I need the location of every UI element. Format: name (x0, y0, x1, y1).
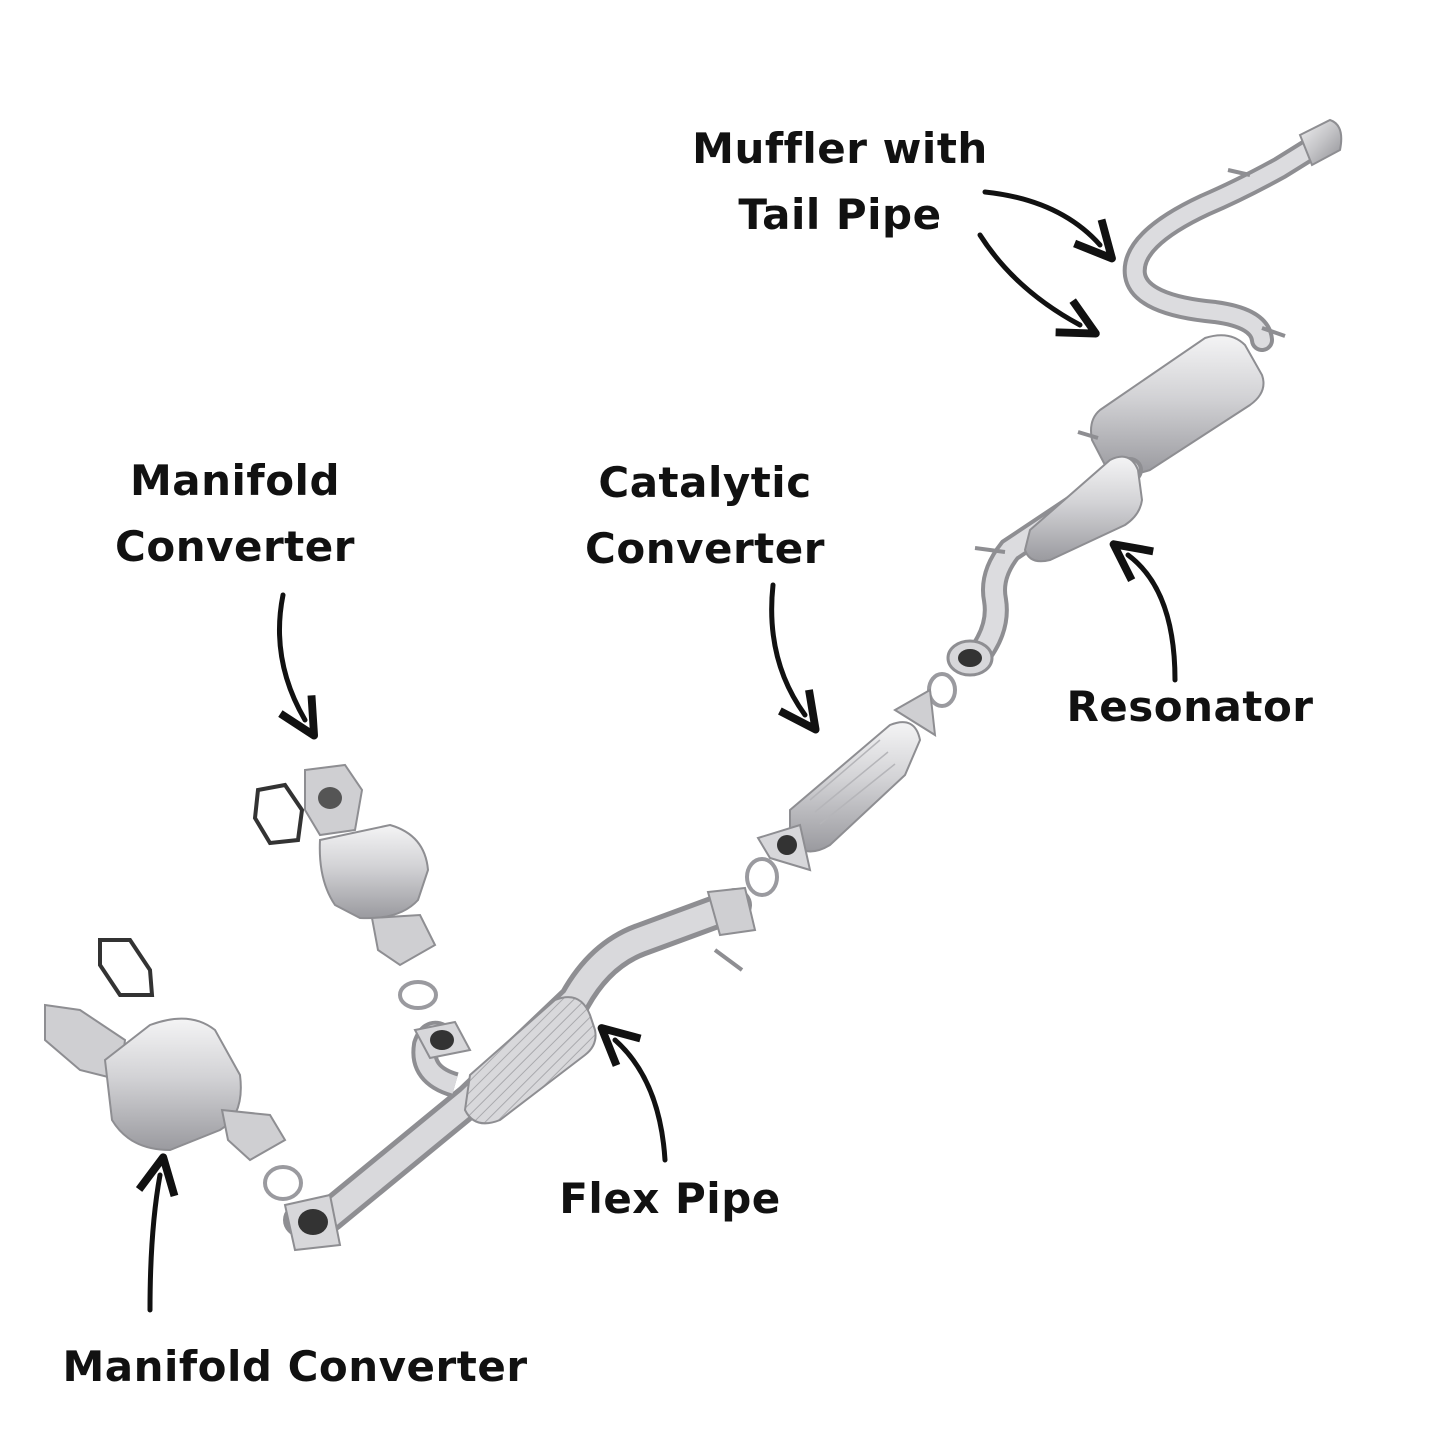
manifold-gasket (98, 938, 155, 997)
label-line: Converter (585, 524, 825, 573)
arrow-manifold-lower (135, 1153, 179, 1313)
gasket-ring (927, 672, 957, 708)
manifold-converter-upper (252, 763, 437, 967)
gasket-ring (398, 980, 438, 1010)
arrow-resonator (1109, 540, 1178, 683)
catalytic-body (789, 721, 922, 853)
gasket-ring (745, 857, 779, 897)
resonator-assembly (946, 455, 1144, 677)
arrow-muffler-lower (977, 232, 1100, 338)
label-line: Catalytic (598, 458, 812, 507)
label-line: Muffler with (692, 124, 988, 173)
label-resonator: Resonator (1066, 682, 1314, 731)
label-muffler-tail-pipe: Muffler with Tail Pipe (690, 116, 990, 248)
muffler-assembly (1077, 118, 1343, 475)
label-line: Manifold (129, 456, 341, 505)
arrow-manifold-upper (277, 592, 319, 740)
flex-pipe-weave (463, 996, 597, 1125)
label-flex-pipe: Flex Pipe (559, 1174, 781, 1223)
manifold-converter-lower (44, 938, 287, 1162)
arrow-muffler-upper (982, 189, 1116, 263)
label-line: Converter (115, 522, 355, 571)
arrow-catalytic (769, 582, 820, 734)
front-pipe-assembly (283, 886, 757, 1252)
label-catalytic-converter: Catalytic Converter (560, 450, 850, 582)
label-line: Tail Pipe (738, 190, 942, 239)
catalytic-converter (756, 688, 937, 872)
manifold-gasket (252, 782, 305, 846)
label-manifold-converter-upper: Manifold Converter (85, 448, 385, 580)
label-manifold-converter-lower: Manifold Converter (62, 1342, 528, 1391)
muffler-body (1090, 334, 1265, 475)
manifold-converter-body (318, 823, 430, 920)
resonator-body (1023, 455, 1144, 563)
arrow-flex-pipe (597, 1024, 668, 1163)
tail-pipe-tip (1298, 118, 1343, 167)
manifold-converter-body (103, 1017, 242, 1152)
callout-arrows (135, 189, 1178, 1313)
gasket-ring (263, 1165, 303, 1201)
